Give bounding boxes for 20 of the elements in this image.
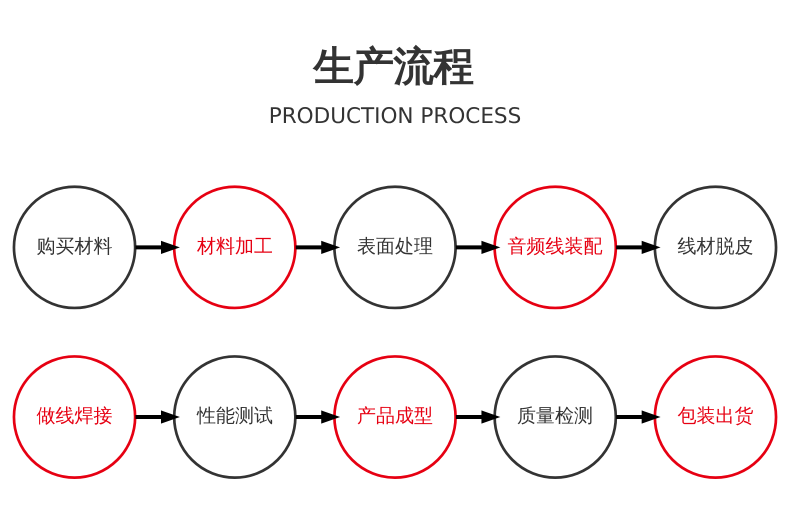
arrow (616, 240, 661, 254)
node-circle: 性能测试 (172, 354, 297, 478)
arrow (456, 410, 500, 424)
node-circle: 质量检测 (493, 354, 618, 478)
diagram-title: 生产流程 (314, 42, 474, 90)
node-circle: 线材脱皮 (654, 184, 778, 309)
node-circle: 表面处理 (333, 184, 457, 309)
arrow (296, 240, 340, 254)
arrow (456, 240, 500, 254)
node-circle: 材料加工 (172, 184, 297, 309)
node-circle: 音频线装配 (493, 184, 618, 309)
arrow (135, 240, 180, 254)
node-circle: 包装出货 (654, 354, 778, 478)
node-circle: 产品成型 (333, 354, 457, 478)
arrow (296, 410, 340, 424)
node-circle: 购买材料 (12, 184, 136, 309)
arrow (616, 410, 661, 424)
node-circle: 做线焊接 (12, 354, 136, 478)
label: PRODUCTION PROCESS (268, 104, 522, 129)
arrow (135, 410, 180, 424)
